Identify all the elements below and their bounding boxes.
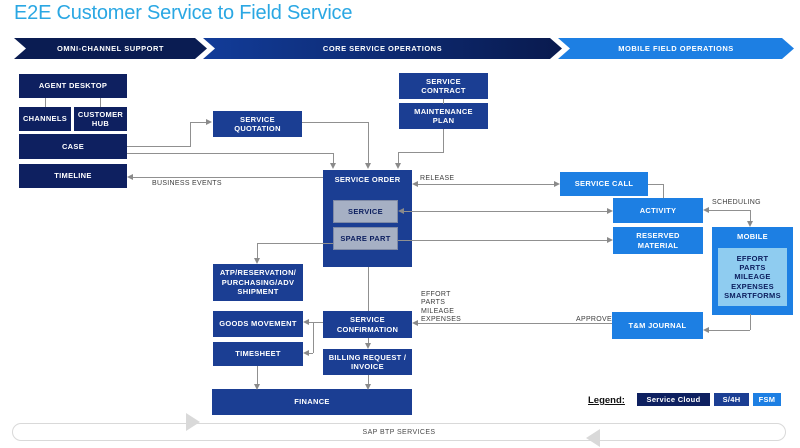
connector-line-6 xyxy=(333,153,334,165)
arrowhead-left-icon xyxy=(303,350,309,356)
banner-omni-channel-support: OMNI-CHANNEL SUPPORT xyxy=(14,38,207,59)
node-channels: CHANNELS xyxy=(19,107,71,131)
connector-line-32 xyxy=(132,177,323,178)
connector-line-1 xyxy=(100,98,101,107)
arrowhead-right-icon xyxy=(554,181,560,187)
connector-line-14 xyxy=(648,184,663,185)
arrowhead-down-icon xyxy=(395,163,401,169)
arrowhead-down-icon xyxy=(365,163,371,169)
connector-line-5 xyxy=(127,153,333,154)
flow-arrow-right-icon xyxy=(186,413,200,431)
legend-label: Legend: xyxy=(588,395,625,406)
connector-line-16 xyxy=(403,211,608,212)
arrowhead-left-icon xyxy=(303,319,309,325)
page-title: E2E Customer Service to Field Service xyxy=(14,2,353,24)
node-billing-request: BILLING REQUEST / INVOICE xyxy=(323,349,412,375)
edge-label-effort: EFFORT PARTS MILEAGE EXPENSES xyxy=(421,291,462,323)
flow-arrow-left-icon xyxy=(586,429,600,447)
connector-line-17 xyxy=(398,240,608,241)
node-activity: ACTIVITY xyxy=(613,198,703,223)
connector-line-23 xyxy=(257,243,333,244)
connector-line-12 xyxy=(398,152,399,165)
arrowhead-left-icon xyxy=(412,320,418,326)
node-service-item: SERVICE xyxy=(333,200,398,223)
node-timeline: TIMELINE xyxy=(19,164,127,188)
node-agent-desktop: AGENT DESKTOP xyxy=(19,74,127,98)
connector-line-8 xyxy=(368,122,369,165)
connector-line-31 xyxy=(368,375,369,385)
node-reserved-material: RESERVED MATERIAL xyxy=(613,227,703,254)
edge-label-business-events: BUSINESS EVENTS xyxy=(152,180,222,187)
connector-line-7 xyxy=(302,122,368,123)
node-service-contract: SERVICE CONTRACT xyxy=(399,73,488,99)
connector-line-29 xyxy=(368,338,369,345)
connector-line-3 xyxy=(190,122,191,147)
edge-label-release: RELEASE xyxy=(420,175,455,182)
edge-label-approve: APPROVE xyxy=(576,316,612,323)
legend-item-fsm: FSM xyxy=(753,393,781,406)
legend-item-s4h: S/4H xyxy=(714,393,749,406)
connector-line-27 xyxy=(313,322,314,353)
arrowhead-left-icon xyxy=(703,327,709,333)
node-finance: FINANCE xyxy=(212,389,412,415)
connector-line-0 xyxy=(45,98,46,107)
arrowhead-down-icon xyxy=(254,258,260,264)
banner-core-service-operations: CORE SERVICE OPERATIONS xyxy=(203,38,562,59)
connector-line-20 xyxy=(750,314,751,330)
connector-line-11 xyxy=(398,152,444,153)
arrowhead-right-icon xyxy=(607,237,613,243)
node-atp-reservation: ATP/RESERVATION/ PURCHASING/ADV SHIPMENT xyxy=(213,264,303,301)
arrowhead-down-icon xyxy=(747,221,753,227)
arrowhead-left-icon xyxy=(398,208,404,214)
node-maintenance-plan: MAINTENANCE PLAN xyxy=(399,103,488,129)
connector-line-25 xyxy=(368,267,369,311)
connector-line-19 xyxy=(750,210,751,222)
connector-line-28 xyxy=(308,353,313,354)
arrowhead-left-icon xyxy=(412,181,418,187)
arrowhead-right-icon xyxy=(206,119,212,125)
node-spare-part: SPARE PART xyxy=(333,227,398,250)
connector-line-22 xyxy=(417,323,612,324)
connector-line-26 xyxy=(308,322,323,323)
arrowhead-left-icon xyxy=(127,174,133,180)
connector-line-21 xyxy=(708,330,750,331)
connector-line-18 xyxy=(708,210,750,211)
banner-mobile-field-operations: MOBILE FIELD OPERATIONS xyxy=(558,38,794,59)
node-goods-movement: GOODS MOVEMENT xyxy=(213,311,303,337)
arrowhead-down-icon xyxy=(365,343,371,349)
connector-line-13 xyxy=(417,184,555,185)
arrowhead-right-icon xyxy=(607,208,613,214)
connector-line-30 xyxy=(257,366,258,385)
node-customer-hub: CUSTOMER HUB xyxy=(74,107,127,131)
node-service-quotation: SERVICE QUOTATION xyxy=(213,111,302,137)
arrowhead-down-icon xyxy=(254,384,260,390)
connector-line-9 xyxy=(443,99,444,104)
node-mobile-items: EFFORT PARTS MILEAGE EXPENSES SMARTFORMS xyxy=(718,248,787,306)
connector-line-2 xyxy=(127,146,190,147)
connector-line-10 xyxy=(443,129,444,153)
arrowhead-left-icon xyxy=(703,207,709,213)
node-service-confirmation: SERVICE CONFIRMATION xyxy=(323,311,412,338)
legend-item-service-cloud: Service Cloud xyxy=(637,393,710,406)
connector-line-15 xyxy=(663,184,664,198)
node-case: CASE xyxy=(19,134,127,159)
node-timesheet: TIMESHEET xyxy=(213,342,303,366)
connector-line-4 xyxy=(190,122,206,123)
arrowhead-down-icon xyxy=(365,384,371,390)
edge-label-scheduling: SCHEDULING xyxy=(712,199,761,206)
node-service-call: SERVICE CALL xyxy=(560,172,648,196)
connector-line-24 xyxy=(257,243,258,259)
node-tm-journal: T&M JOURNAL xyxy=(612,312,703,339)
arrowhead-down-icon xyxy=(330,163,336,169)
sap-btp-services-banner: SAP BTP SERVICES xyxy=(12,423,786,441)
